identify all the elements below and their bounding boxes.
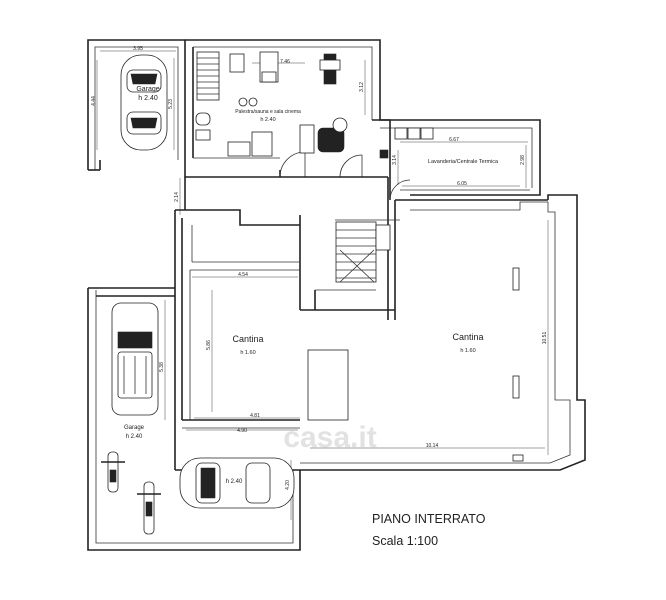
label-lavanderia: Lavanderia/Centrale Termica bbox=[428, 159, 499, 165]
label-garage-top-height: h 2.40 bbox=[138, 95, 158, 102]
dim-4-54: 4.54 bbox=[238, 272, 248, 278]
dim-3-12: 3.12 bbox=[359, 82, 365, 92]
dim-4-20: 4.20 bbox=[285, 480, 291, 490]
dim-4-90: 4.90 bbox=[237, 428, 247, 434]
dim-10-14: 10.14 bbox=[426, 443, 439, 449]
dim-6-05: 6.05 bbox=[457, 181, 467, 187]
label-palestra: Palestra/sauna e sala cinema bbox=[235, 109, 301, 115]
motorbike-2 bbox=[137, 481, 161, 535]
dim-6-67: 6.67 bbox=[449, 137, 459, 143]
lavanderia-room bbox=[372, 119, 541, 201]
motorbike-1 bbox=[101, 451, 125, 493]
cantina-right bbox=[300, 194, 586, 471]
dim-2-14: 2.14 bbox=[174, 192, 180, 202]
suv-top-view bbox=[111, 302, 159, 416]
cantina-left bbox=[174, 209, 349, 421]
dim-3-14: 3.14 bbox=[392, 155, 398, 165]
label-cantina-right-height: h 1.60 bbox=[460, 348, 475, 354]
dim-3-95: 3.95 bbox=[133, 46, 143, 52]
label-garage-bottom-height: h 2.40 bbox=[126, 434, 143, 440]
dim-10-51: 10.51 bbox=[542, 332, 548, 345]
garage-top bbox=[87, 39, 186, 171]
label-cantina-left-height: h 1.60 bbox=[240, 350, 255, 356]
watermark: casa.it bbox=[283, 421, 376, 454]
label-cantina-right: Cantina bbox=[452, 332, 483, 342]
room-labels: Garage h 2.40 Palestra/sauna e sala cine… bbox=[124, 86, 499, 485]
car-bottom-garage bbox=[179, 457, 295, 509]
plan-scale: Scala 1:100 bbox=[372, 534, 438, 548]
palestra-room bbox=[184, 39, 390, 178]
dim-4-44: 4.44 bbox=[91, 96, 97, 106]
dim-7-46: 7.46 bbox=[280, 59, 290, 65]
garage-bottom bbox=[87, 287, 301, 551]
dim-5-86: 5.86 bbox=[206, 340, 212, 350]
car-top-garage bbox=[120, 54, 168, 151]
label-garage-top: Garage bbox=[136, 86, 159, 93]
dim-2-98: 2.98 bbox=[520, 155, 526, 165]
label-palestra-height: h 2.40 bbox=[260, 117, 275, 123]
dim-5-23: 5.23 bbox=[168, 99, 174, 109]
dim-5-38: 5.38 bbox=[159, 362, 165, 372]
label-cantina-left: Cantina bbox=[232, 334, 263, 344]
plan-title: PIANO INTERRATO bbox=[372, 512, 486, 526]
dimension-labels: 3.95 4.44 5.23 7.46 3.12 6.67 3.14 2.98 … bbox=[91, 46, 548, 490]
label-garage-car-height: h 2.40 bbox=[226, 479, 243, 485]
stairs-area bbox=[179, 176, 548, 320]
label-garage-bottom: Garage bbox=[124, 425, 145, 431]
dim-4-81: 4.81 bbox=[250, 413, 260, 419]
